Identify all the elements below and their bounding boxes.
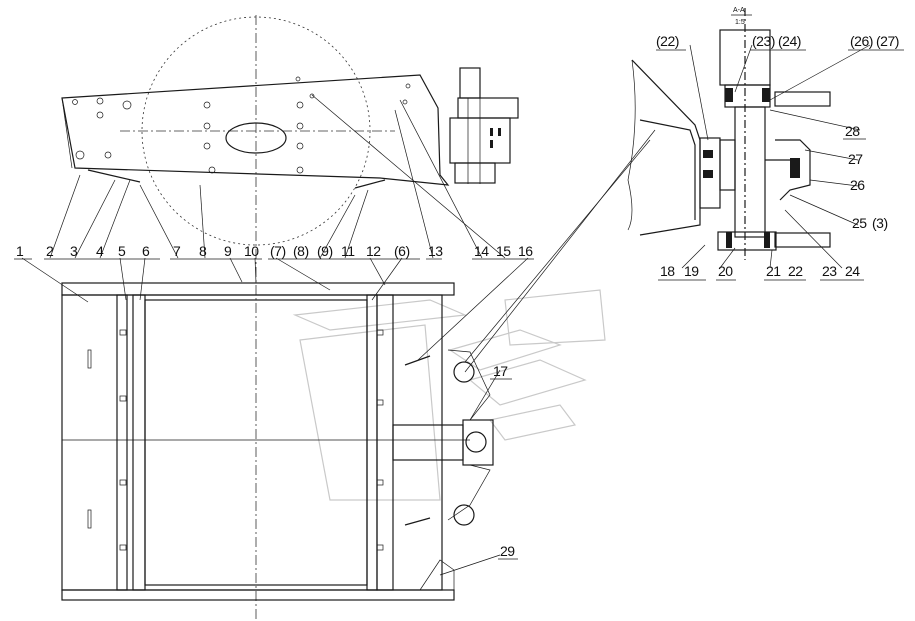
label-21: 21 xyxy=(766,263,781,279)
label-6b: (6) xyxy=(394,243,410,259)
section-detail xyxy=(627,8,831,260)
label-10: 10 xyxy=(244,243,259,259)
label-22b: (22) xyxy=(656,33,679,49)
section-mark-bottom: 1:5 xyxy=(735,19,745,26)
leader-lines xyxy=(21,44,871,576)
label-6: 6 xyxy=(142,243,150,259)
label-24: 24 xyxy=(845,263,860,279)
lever-arm xyxy=(61,74,450,189)
label-8b: (8) xyxy=(293,243,309,259)
label-23b: (23) xyxy=(752,33,775,49)
part-labels: 1 2 3 4 5 6 7 8 9 10 (7) (8) (9) 11 12 (… xyxy=(16,7,899,559)
label-2: 2 xyxy=(46,243,54,259)
label-5: 5 xyxy=(118,243,126,259)
label-28: 28 xyxy=(845,123,860,139)
label-16: 16 xyxy=(518,243,533,259)
section-mark-top: A-A xyxy=(733,7,745,14)
label-8: 8 xyxy=(199,243,207,259)
label-26b: (26) xyxy=(850,33,873,49)
pivot-bracket xyxy=(449,67,519,184)
label-18: 18 xyxy=(660,263,675,279)
label-26: 26 xyxy=(850,177,865,193)
label-underlines xyxy=(14,49,904,560)
label-23: 23 xyxy=(822,263,837,279)
label-27b: (27) xyxy=(876,33,899,49)
label-3: 3 xyxy=(70,243,78,259)
label-25: 25 xyxy=(852,215,867,231)
label-29: 29 xyxy=(500,543,515,559)
label-13: 13 xyxy=(428,243,443,259)
label-9: 9 xyxy=(224,243,232,259)
label-1: 1 xyxy=(16,243,24,259)
label-19: 19 xyxy=(684,263,699,279)
wheel-outline xyxy=(120,15,395,621)
label-9b: (9) xyxy=(317,243,333,259)
label-7: 7 xyxy=(173,243,181,259)
label-20: 20 xyxy=(718,263,733,279)
label-27: 27 xyxy=(848,151,863,167)
label-14: 14 xyxy=(474,243,489,259)
label-15: 15 xyxy=(496,243,511,259)
main-frame xyxy=(61,282,494,601)
label-24b: (24) xyxy=(778,33,801,49)
label-22: 22 xyxy=(788,263,803,279)
label-7b: (7) xyxy=(270,243,286,259)
label-17: 17 xyxy=(493,363,508,379)
label-4: 4 xyxy=(96,243,104,259)
watermark xyxy=(292,289,606,501)
label-12: 12 xyxy=(366,243,381,259)
label-3b: (3) xyxy=(872,215,888,231)
label-11: 11 xyxy=(341,243,355,259)
